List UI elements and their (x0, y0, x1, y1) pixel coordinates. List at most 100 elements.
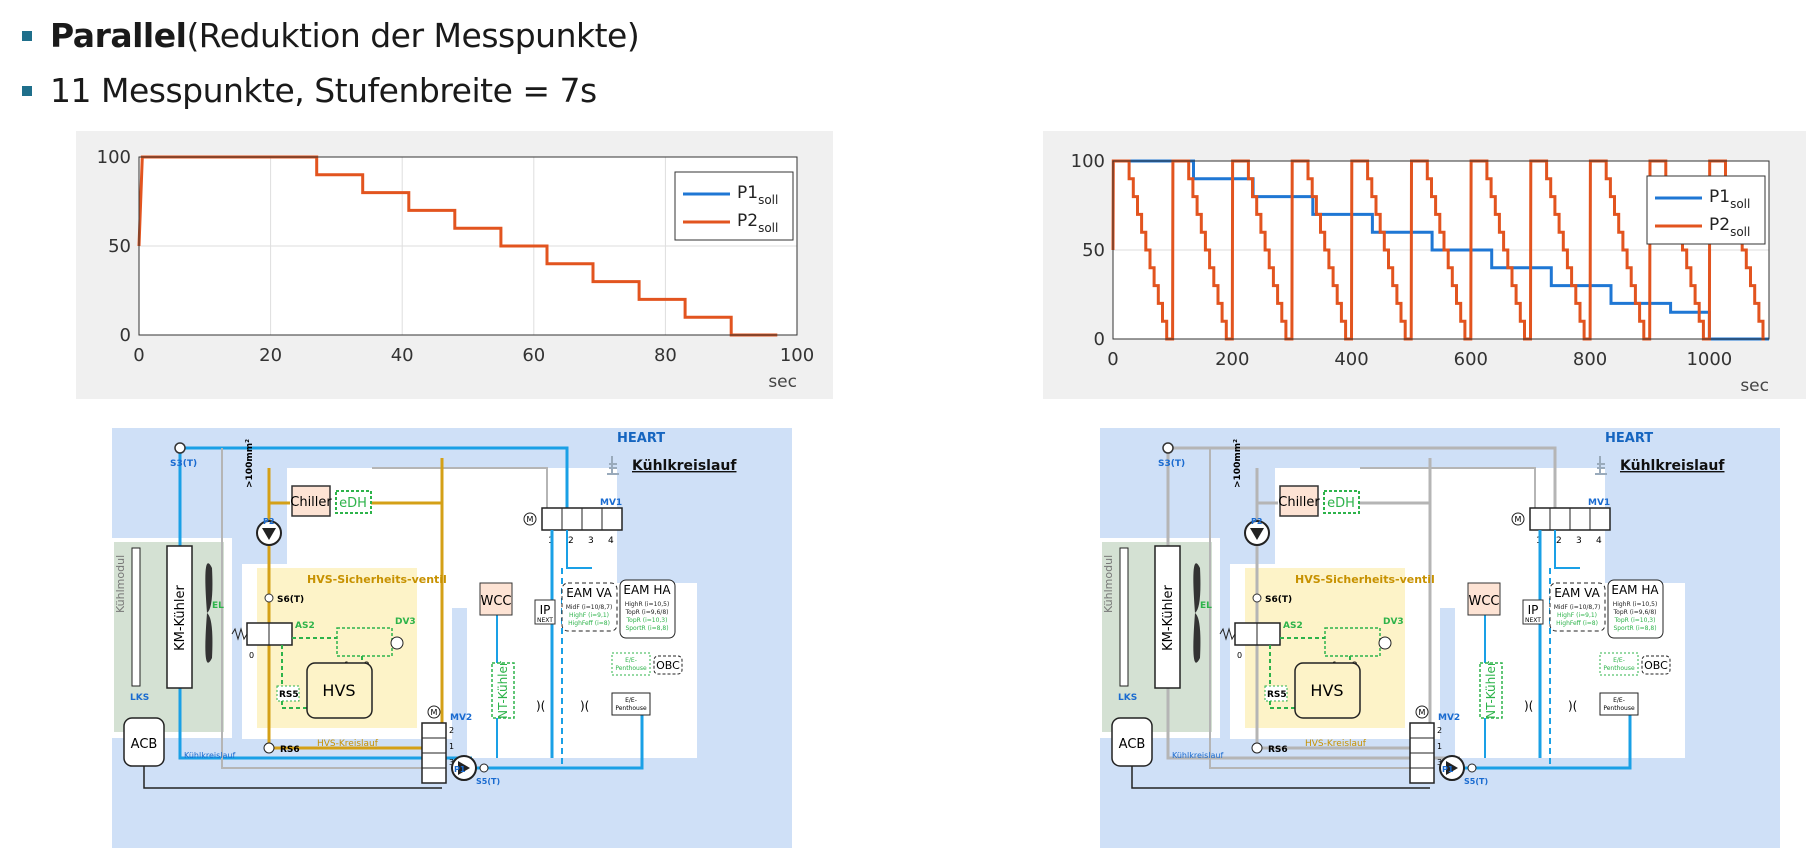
ee-penthouse-green-2: Penthouse (615, 665, 647, 672)
gt100-label: >100mm² (245, 439, 255, 488)
mv2-port: 3 (449, 758, 454, 767)
x-tick-label: 80 (654, 345, 677, 366)
kuehlmodul-label: Kühlmodul (1102, 555, 1115, 613)
chiller-box (1279, 485, 1319, 517)
s6-label: S6(T) (1265, 595, 1292, 605)
s5-label: S5(T) (476, 777, 500, 786)
wcc-box (1467, 582, 1501, 616)
eam-ha-line: TopR (i=9,6/8) (625, 609, 669, 616)
thermometer-icon (607, 456, 619, 475)
motor-mv2-label: M (431, 708, 438, 717)
eam-ha-line: TopR (i=10,3) (1614, 617, 1656, 624)
pipe-grey (221, 448, 442, 769)
pipe-mv1-2 (1554, 530, 1580, 569)
sensor-s3-icon (174, 442, 186, 454)
y-tick-label: 100 (1071, 151, 1105, 172)
rs6-label: RS6 (1268, 745, 1288, 755)
x-tick-label: 1000 (1686, 349, 1732, 370)
mv2-label: MV2 (1438, 713, 1460, 723)
acb-label: ACB (131, 737, 158, 752)
ee-penthouse-2: Penthouse (1603, 705, 1635, 712)
s6-label: S6(T) (277, 595, 304, 605)
acb-label: ACB (1119, 737, 1146, 752)
legend-box (674, 171, 794, 241)
motor-mv1-icon (523, 512, 537, 526)
ee-penthouse-green-box (611, 652, 651, 676)
mv1-port: 3 (1576, 536, 1582, 546)
valve-dv3-box (1324, 627, 1381, 657)
x-tick-label: 0 (133, 345, 144, 366)
legend-label: P2soll (737, 211, 778, 235)
x-tick-label: 40 (391, 345, 414, 366)
nt-kuehler-label: NT-Kühler (496, 661, 510, 719)
ee-penthouse-1: E/E- (1613, 697, 1625, 704)
nt-kuehler-box (491, 662, 515, 719)
y-tick-label: 100 (97, 147, 131, 168)
motor-mv2-icon (427, 705, 441, 719)
sensor-s5-icon (1467, 763, 1477, 773)
edh-box (1323, 490, 1360, 514)
eam-ha-label: EAM HA (1611, 583, 1659, 597)
eam-ha-box (1607, 579, 1664, 639)
pipe-acb (143, 766, 442, 789)
wcc-label: WCC (1468, 594, 1499, 609)
fan-icon (1193, 563, 1201, 663)
hvs-box (1294, 662, 1361, 719)
el-label: EL (212, 601, 224, 611)
next-label: NEXT (537, 617, 553, 624)
lks-label: LKS (1118, 693, 1137, 703)
eam-va-box (1549, 582, 1606, 632)
eam-va-line: HighFeff (i=8) (1556, 620, 1598, 627)
chiller-label: Chiller (1278, 495, 1320, 510)
eam-va-box (561, 582, 618, 632)
ee-penthouse-2: Penthouse (615, 705, 647, 712)
lks-icon (1119, 547, 1129, 687)
hvs-safety-label: HVS-Sicherheits-ventil (307, 573, 447, 586)
edh-label: eDH (1327, 496, 1355, 511)
valve-dv3-box (336, 627, 393, 657)
pump-p1-arrow (458, 761, 470, 775)
rs5-box (276, 685, 300, 702)
motor-dv3-icon (390, 636, 404, 650)
bullet-bold: Parallel (50, 16, 187, 55)
ee-penthouse-green-2: Penthouse (1603, 665, 1635, 672)
rs6-icon (263, 742, 275, 754)
restrictor-icon: )( (580, 699, 589, 713)
kuehlkreislauf-title: Kühlkreislauf (632, 458, 737, 474)
obc-label: OBC (656, 659, 680, 672)
x-tick-label: 60 (522, 345, 545, 366)
x-tick-label: 400 (1334, 349, 1368, 370)
legend-box (1646, 175, 1766, 245)
mv1-label: MV1 (1588, 498, 1610, 508)
eam-va-line: MidF (i=10/8,7) (566, 604, 613, 611)
eam-va-line: HighF (i=9,1) (569, 612, 609, 619)
pump-p1-arrow (1446, 761, 1458, 775)
chiller-label: Chiller (290, 495, 332, 510)
port0-label: 0 (249, 651, 254, 660)
x-axis-label: sec (1740, 376, 1769, 396)
ip-label: IP (1528, 603, 1539, 617)
spring-icon (1219, 627, 1236, 641)
lks-icon (131, 547, 141, 687)
s5-label: S5(T) (1464, 777, 1488, 786)
legend-label: P1soll (737, 183, 778, 207)
mv2-port: 1 (449, 742, 454, 751)
motor-mv1-label: M (527, 515, 534, 524)
pipe-hvs (267, 458, 444, 750)
pipe-top (1168, 446, 1557, 508)
restrictor-icon: )( (1524, 699, 1533, 713)
bullet-item: 11 Messpunkte, Stufenbreite = 7s (22, 63, 639, 118)
rs5-label: RS5 (1267, 690, 1287, 700)
p2-label: P2 (263, 517, 274, 526)
eam-va-line: MidF (i=10/8,7) (1554, 604, 1601, 611)
mv1-port: 4 (1596, 536, 1602, 546)
obc-label: OBC (1644, 659, 1668, 672)
pipe-acb (1131, 766, 1430, 789)
km-kuehler-box (166, 545, 193, 689)
mv2-label: MV2 (450, 713, 472, 723)
pump-p2-arrow (262, 528, 276, 540)
nt-kuehler-label: NT-Kühler (1484, 661, 1498, 719)
as2-label: AS2 (1283, 621, 1303, 631)
bullet-item: Parallel (Reduktion der Messpunkte) (22, 8, 640, 63)
